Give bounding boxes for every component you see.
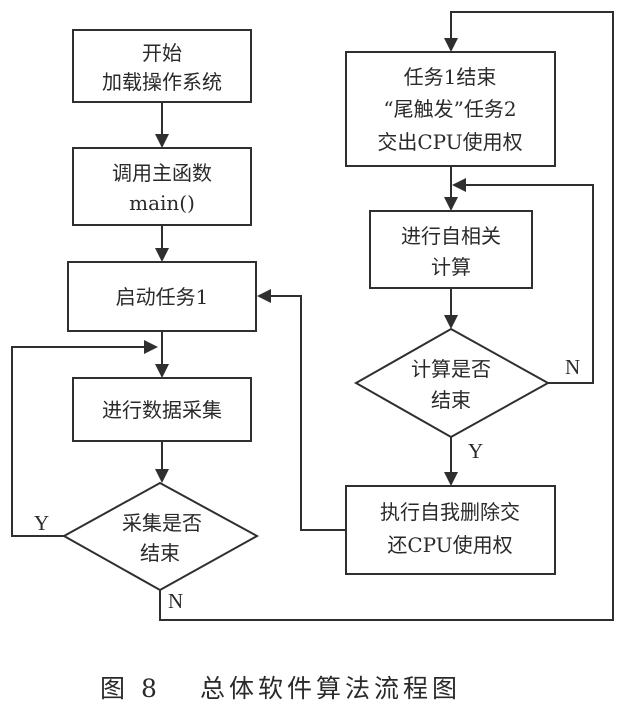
arrow-down-icon [155, 134, 169, 148]
node-acq-done: 采集是否 结束 [61, 481, 260, 592]
node-acq-done-line-1: 采集是否 [122, 511, 202, 535]
arrow-left-icon [452, 178, 466, 192]
node-self-delete-line-1: 执行自我删除交 [380, 500, 520, 524]
edge-calc-yes: Y [444, 437, 483, 486]
arrow-right-icon [144, 340, 158, 354]
node-acq-done-line-2: 结束 [140, 541, 180, 565]
figure-caption: 图 8 总体软件算法流程图 [100, 674, 461, 703]
edge-task1-to-acq [155, 331, 169, 378]
node-start-task1: 启动任务1 [67, 261, 257, 332]
node-self-delete-line-2: 还CPU使用权 [387, 533, 512, 557]
arrow-down-icon [155, 248, 169, 262]
node-self-delete: 执行自我删除交 还CPU使用权 [345, 485, 556, 575]
arrow-down-icon [444, 472, 458, 486]
node-autocorr-line-1: 进行自相关 [401, 224, 501, 248]
node-call-main: 调用主函数 main() [72, 147, 252, 226]
node-start-line-1: 开始 [142, 41, 182, 65]
edge-selfdelete-to-task1 [257, 289, 346, 531]
node-start: 开始 加载操作系统 [72, 29, 252, 103]
edge-task1end-to-autocorr [444, 166, 458, 211]
edge-main-to-task1 [155, 225, 169, 262]
node-task1-end: 任务1结束 “尾触发”任务2 交出CPU使用权 [345, 51, 556, 167]
edge-calc-no-loop: N [452, 178, 594, 384]
node-task1-end-line-2: “尾触发”任务2 [383, 97, 516, 121]
node-autocorr: 进行自相关 计算 [369, 210, 533, 289]
edge-start-to-main [155, 102, 169, 148]
node-task1-end-line-3: 交出CPU使用权 [377, 130, 522, 154]
edge-acq-to-decision [155, 441, 169, 483]
edge-autocorr-to-decision [444, 288, 458, 329]
arrow-down-icon [444, 315, 458, 329]
node-start-line-2: 加载操作系统 [102, 70, 222, 94]
label-acq-yes: Y [34, 511, 49, 535]
edge-acq-yes-loop: Y [11, 340, 158, 537]
node-call-main-line-2: main() [129, 191, 195, 215]
node-data-acq-text: 进行数据采集 [102, 398, 222, 422]
edge-acq-no-loop: N [159, 11, 614, 621]
arrow-down-icon [155, 364, 169, 378]
node-calc-done-line-2: 结束 [431, 388, 471, 412]
label-calc-yes: Y [468, 439, 483, 463]
node-calc-done: 计算是否 结束 [353, 327, 551, 439]
node-task1-end-line-1: 任务1结束 [404, 65, 497, 89]
node-autocorr-line-2: 计算 [431, 255, 471, 279]
label-calc-no: N [565, 355, 580, 379]
arrow-down-icon [444, 38, 458, 52]
caption-number: 图 8 [100, 674, 161, 703]
arrow-down-icon [444, 197, 458, 211]
arrow-left-icon [257, 289, 271, 303]
node-start-task1-text: 启动任务1 [116, 285, 209, 309]
caption-title: 总体软件算法流程图 [200, 674, 461, 703]
node-call-main-line-1: 调用主函数 [112, 161, 212, 185]
arrow-down-icon [155, 469, 169, 483]
label-acq-no: N [168, 589, 183, 613]
node-calc-done-line-1: 计算是否 [411, 357, 491, 381]
node-data-acq: 进行数据采集 [72, 377, 252, 442]
